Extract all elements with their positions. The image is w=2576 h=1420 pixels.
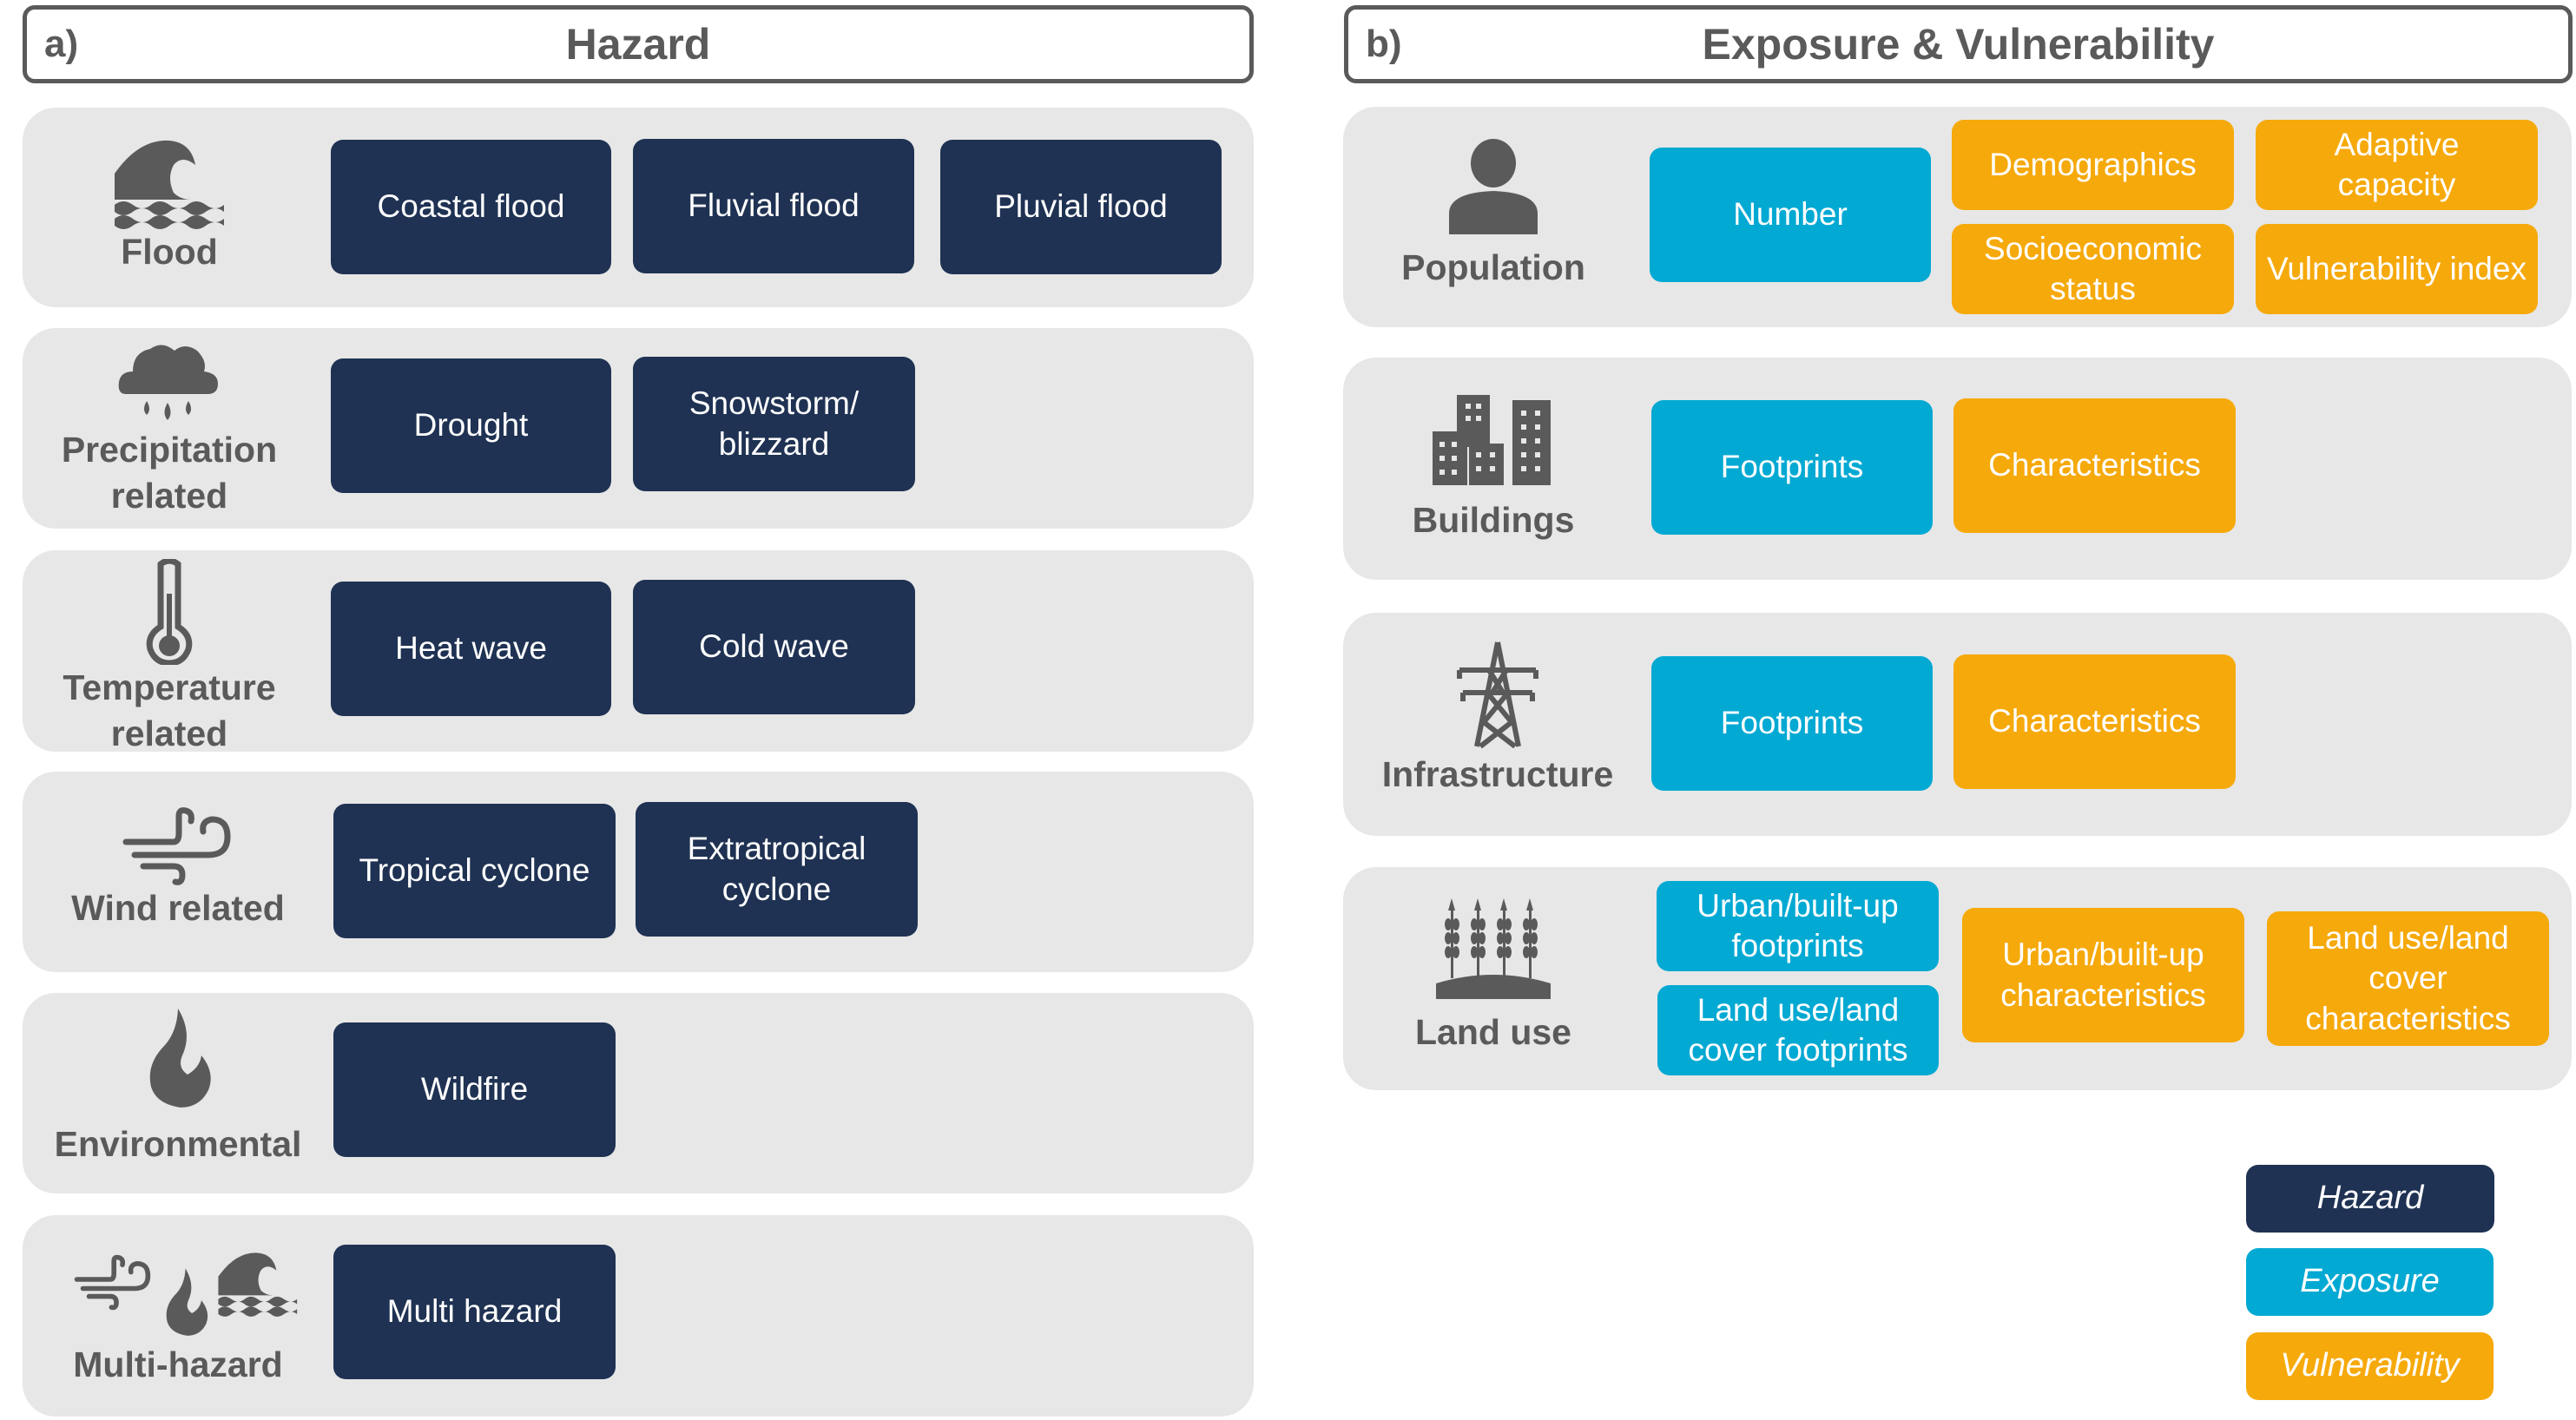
category-label: Environmental <box>54 1124 302 1164</box>
category-label: Flood <box>121 232 218 272</box>
category-infrastructure: Infrastructure <box>1363 641 1632 798</box>
category-label: Temperature related <box>63 667 276 754</box>
category-label: Land use <box>1415 1012 1571 1052</box>
category-label: Multi-hazard <box>73 1344 283 1384</box>
vulnerability-item: Socioeconomic status <box>1952 224 2234 314</box>
hazard-row-environmental <box>23 993 1254 1193</box>
hazard-item: Heat wave <box>331 582 611 716</box>
category-environmental: Environmental <box>43 1007 313 1167</box>
person-icon <box>1446 139 1541 234</box>
exposure-item: Urban/built-up footprints <box>1657 881 1939 971</box>
category-population: Population <box>1380 139 1606 291</box>
multi-hazard-icon <box>56 1250 300 1337</box>
hazard-item: Snowstorm/ blizzard <box>633 357 915 491</box>
exposure-item: Land use/land cover footprints <box>1657 985 1939 1075</box>
wave-icon <box>113 139 226 229</box>
vulnerability-item: Adaptive capacity <box>2256 120 2538 210</box>
category-label: Infrastructure <box>1381 754 1614 794</box>
category-label: Wind related <box>71 888 285 928</box>
vulnerability-item: Urban/built-up characteristics <box>1962 908 2244 1042</box>
hazard-item: Multi hazard <box>333 1245 616 1379</box>
legend-hazard: Hazard <box>2246 1165 2494 1233</box>
exposure-item: Footprints <box>1651 656 1933 791</box>
category-temperature: Temperature related <box>43 559 295 758</box>
hazard-item: Coastal flood <box>331 140 611 274</box>
crops-icon <box>1436 898 1551 999</box>
hazard-item: Pluvial flood <box>940 140 1222 274</box>
category-precipitation: Precipitation related <box>43 340 295 520</box>
hazard-item: Cold wave <box>633 580 915 714</box>
vulnerability-item: Characteristics <box>1953 398 2236 533</box>
vulnerability-item: Land use/land cover characteristics <box>2267 911 2549 1046</box>
buildings-icon <box>1433 395 1554 485</box>
hazard-header: a) Hazard <box>23 5 1254 83</box>
category-label: Population <box>1401 247 1585 287</box>
category-multi-hazard: Multi-hazard <box>43 1250 313 1388</box>
exposure-item: Number <box>1650 148 1931 282</box>
thermometer-icon <box>143 559 195 665</box>
vulnerability-item: Demographics <box>1952 120 2234 210</box>
rain-cloud-icon <box>117 340 221 427</box>
legend-exposure: Exposure <box>2246 1248 2494 1316</box>
power-tower-icon <box>1454 641 1541 748</box>
fire-icon <box>139 1007 217 1109</box>
panel-tag: a) <box>44 23 79 65</box>
category-flood: Flood <box>78 139 260 275</box>
category-label: Buildings <box>1412 500 1575 540</box>
exposure-header: b) Exposure & Vulnerability <box>1344 5 2573 83</box>
hazard-item: Wildfire <box>333 1022 616 1157</box>
category-buildings: Buildings <box>1380 395 1606 543</box>
legend-vulnerability: Vulnerability <box>2246 1332 2494 1400</box>
hazard-item: Extratropical cyclone <box>636 802 918 937</box>
category-land-use: Land use <box>1380 898 1606 1055</box>
hazard-item: Tropical cyclone <box>333 804 616 938</box>
panel-tag: b) <box>1366 23 1402 65</box>
panel-title: Exposure & Vulnerability <box>1702 20 2215 69</box>
category-label: Precipitation related <box>61 430 278 516</box>
hazard-item: Drought <box>331 358 611 493</box>
hazard-item: Fluvial flood <box>633 139 914 273</box>
category-wind: Wind related <box>52 807 304 931</box>
exposure-item: Footprints <box>1651 400 1933 535</box>
vulnerability-item: Vulnerability index <box>2256 224 2538 314</box>
vulnerability-item: Characteristics <box>1953 654 2236 789</box>
panel-title: Hazard <box>565 20 711 69</box>
wind-icon <box>122 807 234 885</box>
